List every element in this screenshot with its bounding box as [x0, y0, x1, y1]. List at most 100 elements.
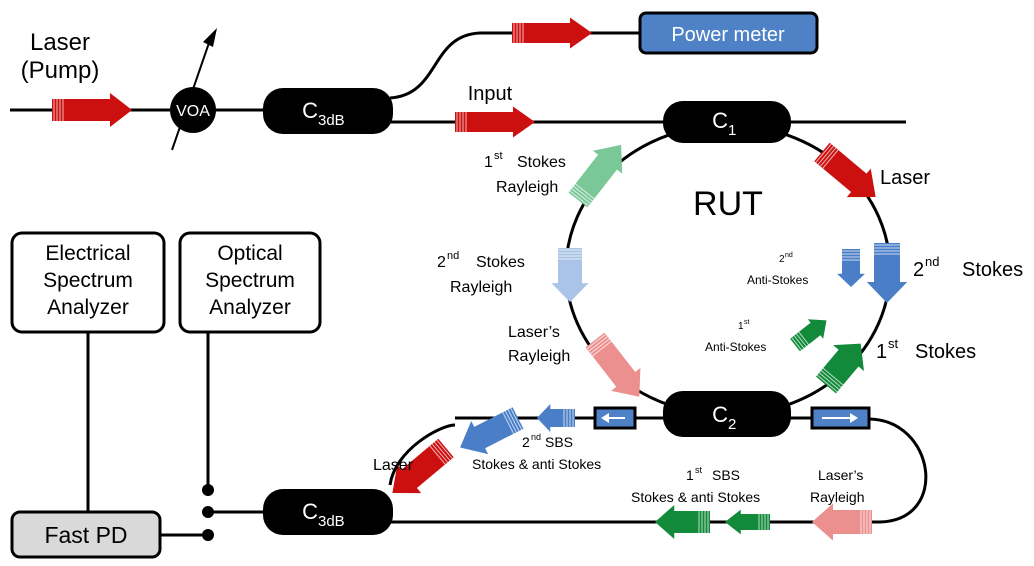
- sbs2-sup: nd: [531, 432, 541, 442]
- optical-spectrum-analyzer[interactable]: Optical Spectrum Analyzer: [178, 231, 322, 334]
- lasers-rayleigh-bottom-arrow-shape: [812, 503, 872, 541]
- esa-line3: Analyzer: [47, 296, 129, 319]
- stokes1-right-sup: st: [888, 336, 899, 351]
- lasers-rayleigh-arrow: [585, 332, 641, 397]
- sbs2-small-arrow: [537, 404, 575, 432]
- lasers-rayleigh-arrow-hatch: [586, 333, 606, 350]
- laser-bottom-arrow: [392, 438, 454, 494]
- c2-left-fiber: [388, 423, 456, 486]
- connector-dot: [202, 529, 214, 541]
- sbs1-sup: st: [695, 465, 703, 475]
- anti1-arrow-hatch: [795, 333, 807, 347]
- stokes2-rayleigh-sup: nd: [447, 250, 459, 262]
- laser-ring-arrow-hatch: [815, 143, 832, 163]
- stokes2-arrow-shape: [866, 243, 908, 303]
- sbs1-a: SBS: [712, 467, 740, 483]
- anti2-arrow: [837, 249, 865, 287]
- tap-fiber: [389, 31, 640, 100]
- stokes1-rayleigh-arrow-hatch: [573, 185, 593, 202]
- stokes2-rayleigh-arrow-shape: [551, 248, 589, 302]
- lasers-rayleigh-b: Rayleigh: [508, 348, 570, 365]
- fast-pd[interactable]: Fast PD: [10, 510, 162, 559]
- sbs2-big-arrow-hatch: [502, 412, 515, 434]
- sbs1-small-arrow-shape: [725, 509, 770, 535]
- sbs1-big-arrow: [655, 504, 710, 540]
- connector-dot: [202, 484, 214, 496]
- laser-bottom-label: Laser: [373, 457, 414, 474]
- anti1-arrow-hatch: [793, 335, 805, 349]
- sbs2-big-arrow-shape: [460, 407, 524, 455]
- input-label: Input: [468, 83, 513, 105]
- stokes1-rayleigh-arrow-hatch: [575, 183, 595, 200]
- voa-label: VOA: [176, 103, 210, 120]
- anti2-text: Anti-Stokes: [747, 273, 808, 287]
- sbs1-num: 1: [686, 467, 694, 483]
- isolator-left: [593, 406, 637, 430]
- electrical-spectrum-analyzer[interactable]: Electrical Spectrum Analyzer: [10, 231, 166, 334]
- osa-line3: Analyzer: [209, 296, 291, 319]
- isolator-left-head: [601, 413, 609, 423]
- stokes2-rayleigh-a: Stokes: [476, 254, 525, 271]
- voa-adjust-arrow: [171, 39, 211, 151]
- laser-bottom-arrow-hatch: [431, 443, 448, 463]
- anti1-arrow-hatch: [791, 337, 802, 351]
- laser-pump-label-2: (Pump): [21, 57, 100, 84]
- c2-sub: 2: [728, 416, 736, 433]
- laser-right-label: Laser: [880, 167, 930, 189]
- lasers-rayleigh-arrow-shape: [585, 332, 641, 397]
- coupler-c2[interactable]: C 2: [663, 391, 791, 437]
- laser-pump-label: Laser: [30, 29, 90, 56]
- input-arrow-shape: [455, 106, 535, 138]
- connector-dot: [202, 506, 214, 518]
- sbs2-num: 2: [522, 434, 530, 450]
- stokes1-right-text: Stokes: [915, 341, 976, 363]
- stokes1-arrow: [816, 343, 864, 394]
- voa[interactable]: VOA: [170, 28, 217, 151]
- connector-dots: [202, 484, 214, 541]
- sbs2-big-arrow: [460, 407, 524, 455]
- sbs2-big-arrow-hatch: [510, 407, 523, 430]
- stokes1-rayleigh-arrow-hatch: [571, 188, 591, 204]
- stokes1-rayleigh-arrow: [568, 144, 623, 208]
- stokes2-right-text: Stokes: [962, 259, 1023, 281]
- laser-ring-arrow-shape: [814, 142, 876, 198]
- stokes1-rayleigh-arrow-hatch: [569, 190, 589, 207]
- coupler-3db-top[interactable]: C 3dB: [263, 88, 393, 134]
- power-meter-box: [638, 11, 819, 55]
- lasers-rayleigh-arrow-hatch: [588, 336, 608, 352]
- anti1-arrow-shape: [790, 319, 827, 352]
- tap-arrow: [512, 17, 592, 49]
- tap-arrow-shape: [512, 17, 592, 49]
- stokes1-arrow-hatch: [818, 372, 840, 390]
- pump-arrow-shape: [52, 92, 132, 128]
- coupler-bottom-body: [263, 489, 393, 535]
- esa-line1: Electrical: [45, 242, 130, 265]
- laser-bottom-arrow-hatch: [429, 445, 446, 465]
- power-meter[interactable]: Power meter: [638, 11, 819, 55]
- lasers-rayleigh-a: Laser’s: [508, 324, 560, 341]
- sbs2-big-arrow-hatch: [507, 409, 520, 432]
- sbs1-big-arrow-shape: [655, 504, 710, 540]
- stokes2-right-sup: nd: [925, 254, 939, 269]
- laser-ring-arrow-hatch: [817, 145, 834, 165]
- isolator-right: [810, 406, 871, 430]
- stokes1-rayleigh-sup: st: [494, 150, 503, 162]
- fast-pd-label: Fast PD: [44, 522, 127, 548]
- laser-bottom-arrow-hatch: [436, 439, 453, 459]
- c1-sub: 1: [728, 122, 736, 139]
- osa-line1: Optical: [217, 242, 282, 265]
- anti1-sup: st: [744, 319, 750, 326]
- lasers-rayleigh-arrow-hatch: [592, 340, 612, 357]
- coupler-c1[interactable]: C 1: [663, 101, 791, 143]
- fast-pd-box: [10, 510, 162, 559]
- stokes2-arrow: [866, 243, 908, 303]
- laser-ring-arrow: [814, 142, 876, 198]
- stokes1-arrow-hatch: [817, 374, 838, 393]
- coupler-3db-bottom[interactable]: C 3dB: [263, 489, 393, 535]
- sbs1-b: Stokes & anti Stokes: [631, 489, 760, 505]
- lasers-rayleigh-bottom-arrow: [812, 503, 872, 541]
- stokes1-rayleigh-a: Stokes: [517, 154, 566, 171]
- lasers-rayleigh-arrow-hatch: [590, 338, 610, 355]
